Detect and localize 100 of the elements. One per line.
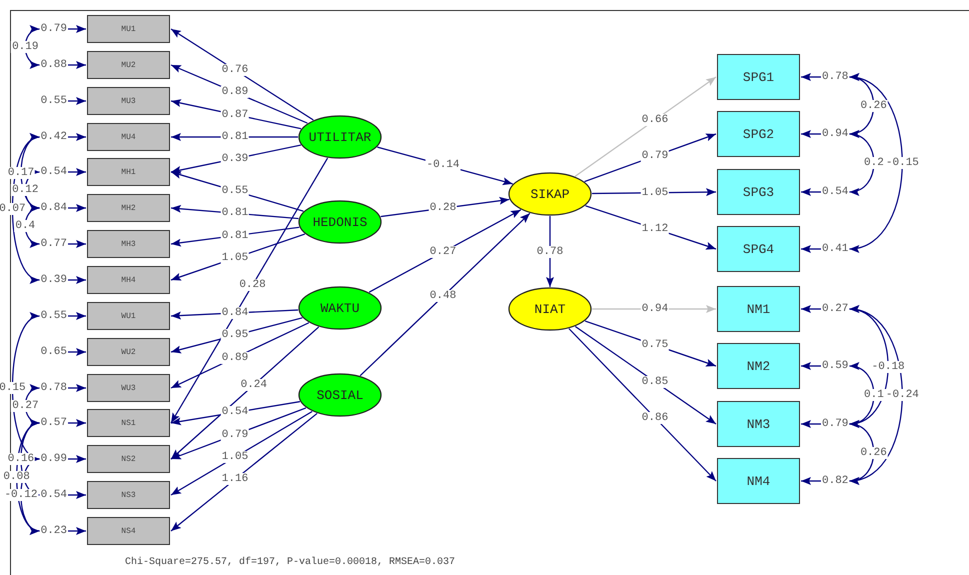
path-arrow xyxy=(801,245,821,253)
indicator-box xyxy=(87,230,170,258)
variable-name: NS4 xyxy=(121,526,136,536)
variable-name: SPG2 xyxy=(742,126,774,142)
error-variance: 0.99 xyxy=(40,452,67,466)
edge-label: 0.2 xyxy=(863,157,885,169)
fit-statistics: Chi-Square=275.57, df=197, P-value=0.00018, RMSEA=0.037 xyxy=(125,557,456,568)
edge-label: 0.78 xyxy=(536,246,564,258)
path-arrow xyxy=(68,168,86,176)
path-arrow xyxy=(170,410,312,496)
variable-name: NM1 xyxy=(746,302,770,316)
error-variance: 0.54 xyxy=(40,165,67,179)
path-arrow xyxy=(68,491,86,499)
covariance-arrow xyxy=(849,75,903,251)
error-variance: 0.39 xyxy=(40,273,67,287)
edge-label: 0.54 xyxy=(220,406,250,418)
variable-name: HEDONIS xyxy=(312,214,368,230)
error-variance: 0.84 xyxy=(40,201,67,215)
edge-label: 0.26 xyxy=(859,446,888,458)
edge-label: -0.15 xyxy=(884,157,920,169)
indicator-box xyxy=(717,343,800,389)
indicator-box xyxy=(87,158,170,186)
error-variance: 0.27 xyxy=(822,302,848,316)
path-arrow xyxy=(170,28,314,120)
variable-name: MU4 xyxy=(121,132,136,142)
variable-name: SOSIAL xyxy=(316,388,364,402)
path-arrow xyxy=(801,130,821,138)
edge-label: 0.75 xyxy=(640,339,670,352)
error-variance: 0.82 xyxy=(822,474,848,488)
edge-label: 0.55 xyxy=(220,184,250,197)
variable-name: MH2 xyxy=(121,204,136,212)
edge-label: 0.07 xyxy=(0,202,27,214)
path-arrow xyxy=(68,527,86,535)
indicator-box xyxy=(87,409,170,437)
edge-label: 0.1 xyxy=(863,389,885,401)
variable-name: NIAT xyxy=(534,302,566,316)
variable-name: MH1 xyxy=(121,168,136,176)
variable-name: WU1 xyxy=(121,312,136,320)
error-variance: 0.55 xyxy=(40,309,67,323)
variable-name: SPG1 xyxy=(742,70,774,84)
path-arrow xyxy=(68,384,86,392)
error-variance: 0.79 xyxy=(822,417,848,431)
edge-label: 0.79 xyxy=(220,428,250,441)
path-arrow xyxy=(68,61,86,69)
indicator-box xyxy=(717,54,800,100)
indicator-box xyxy=(717,458,800,504)
variable-name: MU3 xyxy=(121,96,136,106)
edge-label: 1.05 xyxy=(220,252,250,264)
indicator-box xyxy=(87,87,170,115)
error-variance: 0.94 xyxy=(822,127,848,141)
variable-name: NS3 xyxy=(121,490,136,500)
indicator-box xyxy=(87,517,170,545)
error-variance: 0.54 xyxy=(822,185,848,199)
covariance-arrow xyxy=(849,307,903,483)
path-arrow xyxy=(68,204,86,212)
edge-label: 0.39 xyxy=(220,152,250,165)
edge-label: 0.16 xyxy=(6,453,36,465)
covariance-arrow xyxy=(849,132,874,194)
variable-name: UTILITAR xyxy=(308,130,372,144)
edge-label: 0.12 xyxy=(11,184,40,196)
error-variance: 0.57 xyxy=(40,416,67,430)
edge-label: -0.24 xyxy=(884,389,920,401)
error-variance: 0.78 xyxy=(40,381,67,395)
error-variance: 0.55 xyxy=(40,94,67,108)
indicator-box xyxy=(87,338,170,366)
error-variance: 0.88 xyxy=(40,58,67,72)
edge-label: 0.79 xyxy=(640,150,670,162)
edge-label: -0.12 xyxy=(3,489,38,501)
path-arrow xyxy=(170,412,318,532)
covariance-arrow xyxy=(24,206,40,246)
variable-name: NS1 xyxy=(121,418,136,428)
indicator-box xyxy=(87,123,170,151)
variable-name: SIKAP xyxy=(530,186,570,202)
indicator-box xyxy=(87,266,170,294)
path-arrow xyxy=(360,212,530,376)
path-arrow xyxy=(68,348,86,356)
edge-label: 0.27 xyxy=(428,246,458,258)
path-arrow xyxy=(68,97,86,105)
edge-label: 0.24 xyxy=(240,379,268,391)
error-variance: 0.79 xyxy=(40,22,67,36)
variable-name: WU3 xyxy=(121,384,136,392)
variable-name: NS2 xyxy=(121,454,136,464)
edge-label: 0.48 xyxy=(428,290,458,302)
indicator-box xyxy=(87,15,170,43)
edge-label: 0.27 xyxy=(11,400,40,412)
edge-label: -0.14 xyxy=(426,158,460,171)
variable-name: MH4 xyxy=(121,276,136,284)
edge-label: 0.76 xyxy=(220,64,250,76)
error-variance: 0.41 xyxy=(822,242,848,256)
variable-name: NM4 xyxy=(746,474,770,488)
path-arrow xyxy=(68,455,86,463)
path-arrow xyxy=(574,326,716,424)
indicator-box xyxy=(87,481,170,509)
edge-label: 0.66 xyxy=(640,114,670,126)
variable-name: WU2 xyxy=(121,348,136,356)
edge-label: 0.84 xyxy=(220,306,250,319)
path-arrow xyxy=(68,25,86,33)
edge-label: 0.95 xyxy=(220,329,250,342)
indicator-box xyxy=(717,286,800,332)
variable-name: MU1 xyxy=(121,24,136,34)
